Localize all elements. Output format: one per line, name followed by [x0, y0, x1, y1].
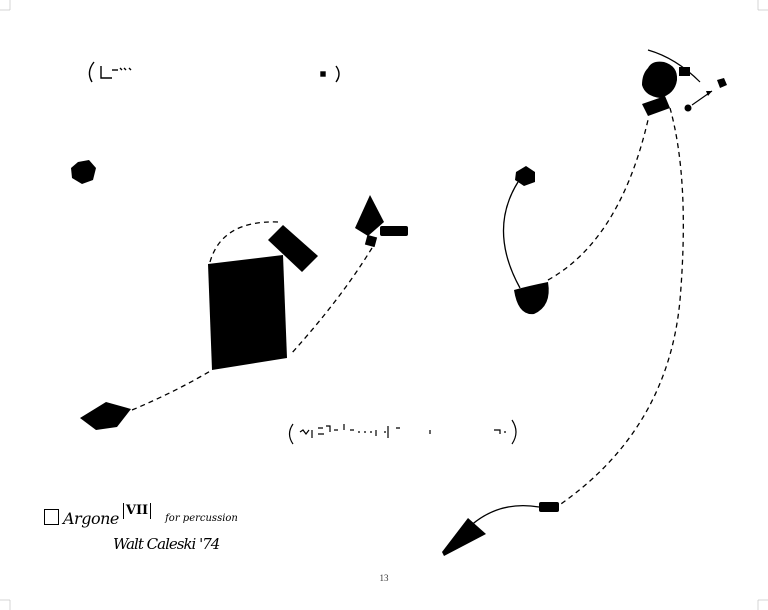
- dashed-curve-right-long: [557, 107, 684, 507]
- page-number: 13: [379, 573, 389, 583]
- arrow-marker-shape: [355, 195, 408, 248]
- title-box-mark: [44, 509, 59, 525]
- oval-blob-top-right: [642, 61, 678, 98]
- small-blob-left: [71, 160, 96, 184]
- triangle-shape-bottom-right: [442, 518, 486, 556]
- dashed-arc-upper: [209, 221, 279, 263]
- handwritten-bracket-middle: [288, 419, 517, 445]
- title-prefix: Argone: [63, 509, 119, 528]
- small-blob-right: [515, 166, 535, 186]
- dot-arrow-right: [684, 78, 727, 112]
- title-numeral: VII: [122, 503, 152, 519]
- score-title: Argone VII for percussion: [44, 503, 238, 528]
- slanted-line-top-right: [647, 49, 701, 83]
- tilted-block-shape: [268, 225, 318, 272]
- score-subtitle: for percussion: [165, 513, 238, 524]
- block-under-oval: [642, 96, 670, 116]
- handwritten-bracket-top: [88, 61, 340, 83]
- dashed-curve-right-upper: [547, 119, 649, 281]
- composer-signature: Walt Caleski '74: [113, 535, 220, 553]
- dashed-line-lower-left: [131, 369, 213, 411]
- solid-curve-bottom-right: [467, 504, 540, 529]
- large-rectangle-shape: [208, 255, 287, 370]
- solid-arc-right: [502, 181, 521, 289]
- rounded-block-bottom-right: [539, 502, 559, 512]
- small-square-top-right: [679, 67, 690, 76]
- dashed-curve-center: [289, 247, 373, 356]
- leaf-shape-bottom-left: [80, 402, 131, 430]
- cup-shape-right: [514, 282, 549, 315]
